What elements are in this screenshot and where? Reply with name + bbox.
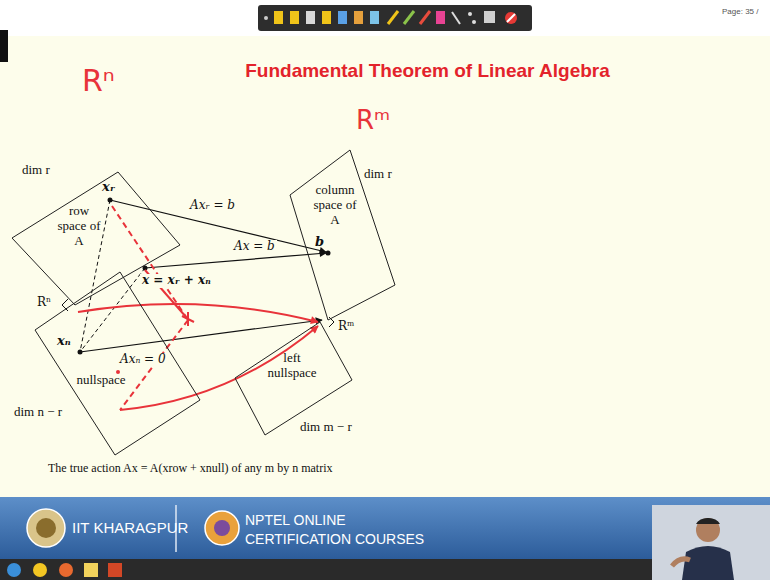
institute-name: IIT KHARAGPUR (72, 519, 188, 536)
side-tab (0, 30, 8, 62)
subspace-outline-shape (35, 272, 200, 455)
subspace-name: nullspace (70, 372, 132, 387)
dimension-label: dim n − r (14, 404, 62, 419)
iit-logo (27, 509, 65, 547)
vector-label: b (315, 235, 324, 250)
toolbar (258, 5, 532, 31)
vector-label: x = xᵣ + xₙ (140, 274, 213, 288)
course-brand: NPTEL ONLINE (245, 512, 346, 528)
figure-caption: The true action Ax = A(xrow + xnull) of … (48, 461, 332, 476)
mapping-arrows (80, 200, 326, 352)
subspace-outline-shape (235, 322, 352, 435)
toolbar-icons (264, 11, 517, 24)
handwritten-space-name: Rⁿ (82, 64, 115, 99)
top-strip (0, 0, 770, 36)
subspace-name: column space of A (309, 182, 361, 227)
space-corner-label: Rⁿ (37, 296, 51, 310)
course-brand: CERTIFICATION COURSES (245, 531, 424, 547)
page-number: Page: 35 / (722, 7, 758, 16)
left-nullspace-box: left nullspace dim m − r (235, 322, 352, 435)
dimension-label: dim m − r (300, 419, 352, 434)
vector-dots (78, 198, 331, 355)
column-space-box: dim rcolumn space of A (290, 150, 395, 320)
mapping-label: Axᵣ = b (188, 199, 237, 213)
slide-title: Fundamental Theorem of Linear Algebra (200, 60, 655, 82)
mapping-label: Ax = b (232, 240, 277, 254)
presenter-video (652, 505, 770, 580)
taskbar-icons (7, 563, 122, 577)
space-corner-label: Rᵐ (338, 320, 354, 334)
vector-label: xᵣ (102, 180, 115, 195)
subspace-outline-shape (290, 150, 395, 320)
subspace-name: left nullspace (262, 350, 322, 380)
handwritten-space-name: Rᵐ (356, 106, 390, 136)
vector-label: xₙ (57, 334, 71, 349)
dimension-label: dim r (364, 166, 392, 181)
mapping-label: Axₙ = 0 (118, 353, 168, 367)
subspace-name: row space of A (56, 203, 102, 248)
right-angle-marks (62, 299, 334, 327)
nptel-logo (205, 511, 239, 545)
dimension-label: dim r (22, 162, 50, 177)
